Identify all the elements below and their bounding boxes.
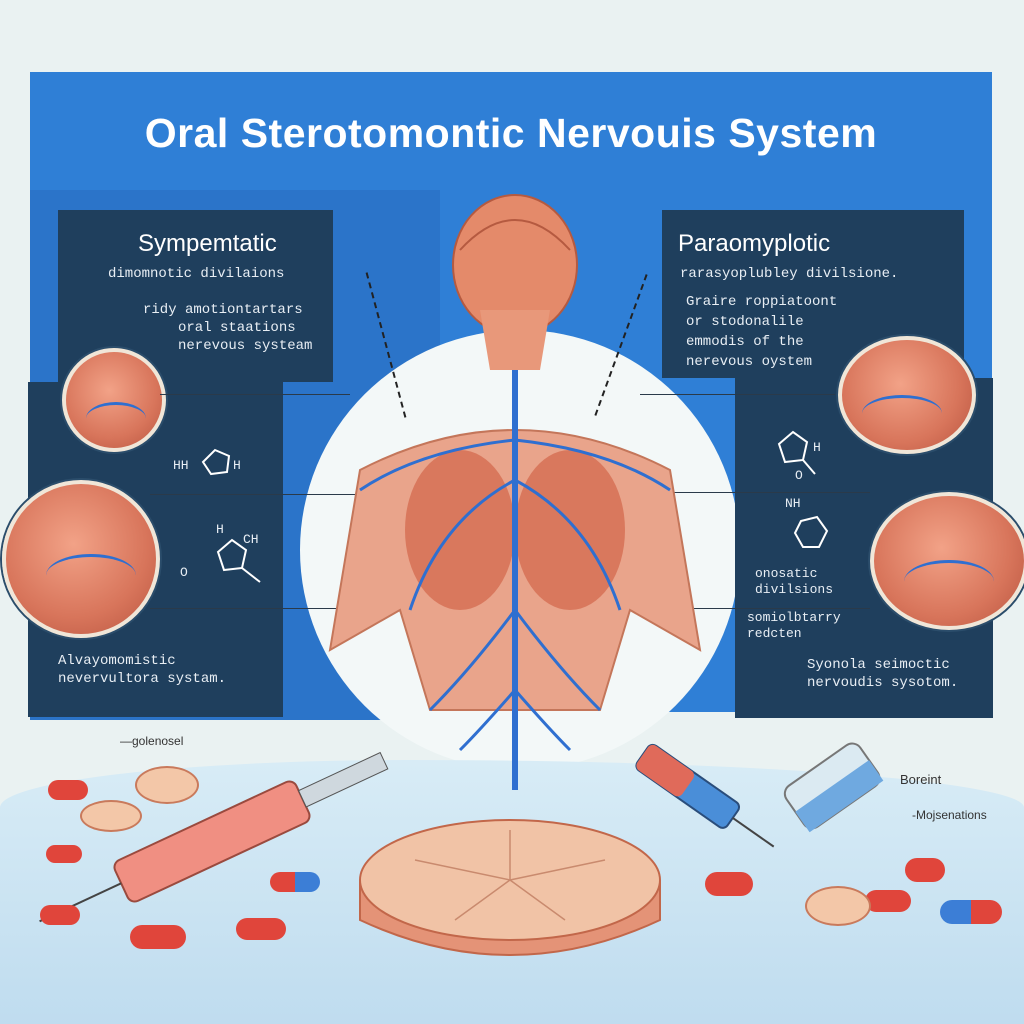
connector-line (160, 394, 350, 395)
pill (130, 925, 186, 949)
pill (46, 845, 82, 863)
syringe-right (635, 743, 775, 848)
pill (705, 872, 753, 896)
page-title: Oral Sterotomontic Nervouis System (144, 110, 878, 156)
bottom-label: Boreint (900, 772, 942, 787)
tablet (135, 766, 199, 804)
molecule-label: H (216, 522, 224, 537)
molecule-label: HH (173, 458, 189, 473)
bottom-label: -Mojsenations (912, 808, 987, 822)
tablet (80, 800, 142, 832)
right-panel-line: emmodis of the (686, 334, 804, 350)
left-panel-heading: Sympemtatic (138, 230, 277, 257)
tablet (805, 886, 871, 926)
brain-detail-circle (838, 336, 976, 454)
molecule-label: O (795, 468, 803, 483)
left-panel-line: nerevous systeam (178, 338, 313, 354)
bottom-label: —golenosel (120, 734, 184, 748)
molecule-structure-icon (777, 430, 816, 475)
brain-detail-circle (870, 492, 1024, 630)
connector-line (150, 494, 450, 495)
molecule-label: H (813, 440, 821, 455)
left-panel-line: oral staations (178, 320, 296, 336)
right-panel-heading: Paraomyplotic (678, 230, 831, 257)
molecule-structure-icon (201, 448, 231, 476)
connector-line (670, 608, 870, 609)
vial (783, 742, 884, 833)
brain-detail-circle (62, 348, 166, 452)
right-lower-subtext: somiolbtarry redcten (747, 610, 841, 641)
right-panel-line: nerevous oystem (686, 354, 813, 370)
connector-line (150, 608, 400, 609)
pill (865, 890, 911, 912)
pill (940, 900, 1002, 924)
connector-line (600, 492, 870, 493)
right-lower-subtext: onosatic divilsions (755, 566, 834, 597)
molecule-label: O (180, 565, 188, 580)
pill (48, 780, 88, 800)
pill (236, 918, 286, 940)
nervous-system-figure (328, 194, 702, 790)
left-lower-caption: Alvayomomistic nevervultora systam. (58, 653, 227, 687)
left-panel-line: dimomnotic divilaions (108, 266, 285, 282)
central-tablet (359, 819, 661, 956)
left-panel-line: ridy amotiontartars (143, 302, 303, 318)
right-lower-caption: Syonola seimoctic nervoudis sysotom. (807, 657, 959, 691)
pill (40, 905, 80, 925)
syringe-left (39, 751, 389, 923)
molecule-label: H (233, 458, 241, 473)
right-panel-line: Graire roppiatoont (686, 294, 838, 310)
brain-detail-circle (2, 480, 160, 638)
molecule-structure-icon (216, 538, 261, 583)
pill (270, 872, 320, 892)
right-panel-line: or stodonalile (686, 314, 804, 330)
connector-line (640, 394, 835, 395)
molecule-structure-icon (793, 515, 829, 548)
pill (905, 858, 945, 882)
molecule-label: CH (243, 532, 259, 547)
right-panel-line: rarasyoplubley divilsione. (680, 266, 899, 282)
molecule-label: NH (785, 496, 801, 511)
